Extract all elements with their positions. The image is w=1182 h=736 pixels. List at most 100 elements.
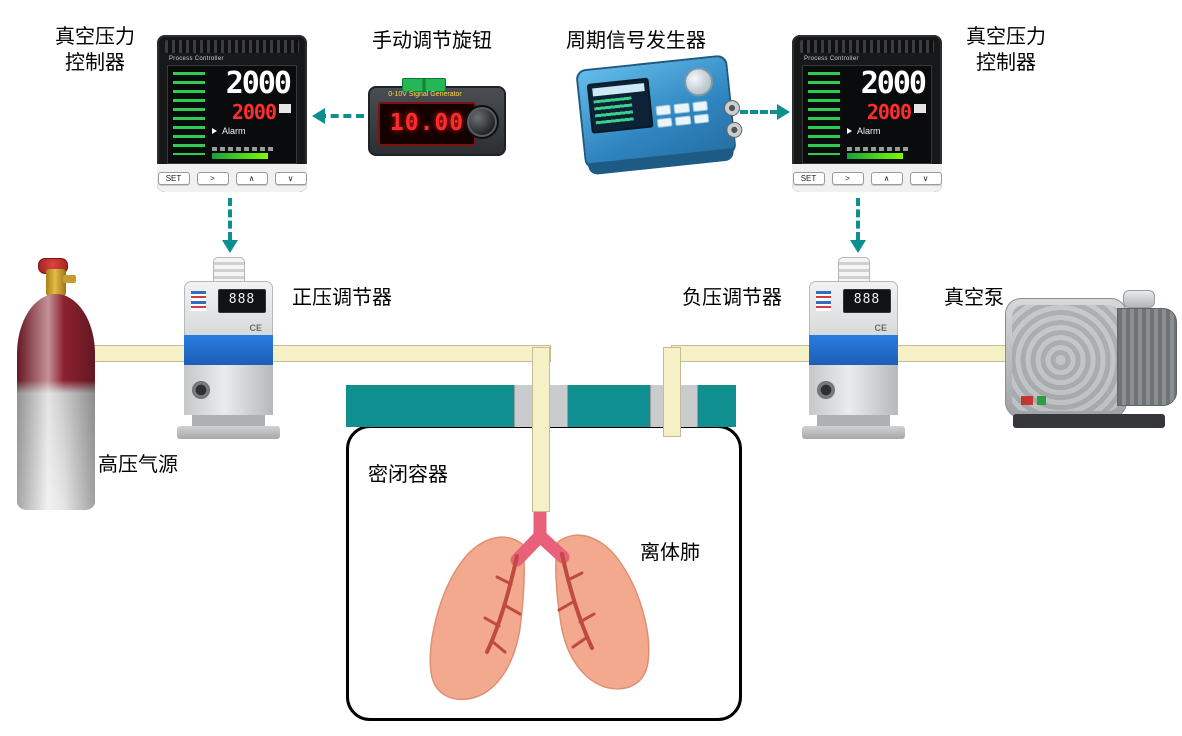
alarm-indicator-icon — [212, 128, 220, 134]
regulator-lower-body — [184, 365, 273, 415]
tube-container-inlet-vertical — [532, 347, 550, 512]
pump-motor — [1117, 308, 1177, 406]
ce-mark: CE — [874, 323, 887, 333]
controller-level-bar — [847, 153, 903, 159]
alarm-row: Alarm — [212, 126, 246, 136]
regulator-blue-band — [809, 335, 898, 365]
ex-vivo-lung-illustration — [429, 500, 650, 701]
label-ex-vivo-lung: 离体肺 — [640, 542, 700, 564]
cylinder-outlet — [63, 275, 76, 283]
signal-generator-title: 0-10V Signal Generator — [388, 91, 462, 98]
down-button: ∨ — [909, 171, 942, 185]
pump-front-housing — [1005, 298, 1127, 418]
arrow-right-controller-to-regulator-line — [856, 198, 860, 240]
alarm-label: Alarm — [857, 126, 881, 136]
controller-status-indicators — [808, 72, 840, 155]
manual-signal-generator: 0-10V Signal Generator 10.00 — [368, 78, 506, 156]
left-lung-lobe — [429, 536, 525, 701]
sv-unit-badge — [914, 104, 926, 113]
positive-pressure-regulator: 888 CE — [175, 257, 282, 439]
label-sealed-container: 密闭容器 — [368, 464, 448, 486]
generator-key — [655, 104, 672, 116]
left-bronchial-tree — [485, 554, 519, 654]
controller-button-row: SET > ∧ ∨ — [157, 164, 307, 192]
regulator-label-sticker — [191, 291, 206, 311]
left-bronchial-branches — [483, 575, 522, 654]
up-button: ∧ — [870, 171, 903, 185]
tube-container-to-negative-regulator — [671, 345, 814, 362]
process-controller-left: Process Controller 2000 2000 Alarm SET >… — [157, 35, 307, 192]
cylinder-valve — [46, 269, 66, 296]
regulator-port-icon — [817, 381, 835, 399]
negative-pressure-regulator: 888 CE — [800, 257, 907, 439]
pump-sticker — [1037, 396, 1046, 405]
voltage-led-readout: 10.00 — [378, 102, 476, 146]
generator-screen — [586, 77, 654, 134]
regulator-pedestal — [817, 415, 890, 426]
up-button: ∧ — [235, 171, 268, 185]
arrow-knob-to-left-controller-line — [318, 114, 364, 118]
sv-unit-badge — [279, 104, 291, 113]
alarm-label: Alarm — [222, 126, 246, 136]
label-vacuum-controller-right: 真空压力 控制器 — [966, 26, 1046, 74]
terminal-block — [402, 78, 446, 92]
regulator-head: 888 CE — [809, 281, 898, 337]
regulator-base — [802, 426, 905, 439]
regulator-fitting — [213, 257, 245, 285]
periodic-signal-generator — [575, 54, 744, 176]
regulator-display: 888 — [218, 289, 266, 313]
regulator-fitting — [838, 257, 870, 285]
controller-vents — [165, 40, 299, 53]
controller-info-row — [847, 147, 910, 151]
tube-container-outlet-vertical — [663, 347, 681, 437]
regulator-blue-band — [184, 335, 273, 365]
set-button: SET — [792, 171, 825, 185]
down-button: ∨ — [274, 171, 307, 185]
controller-info-row — [212, 147, 275, 151]
arrow-knob-to-left-controller-head — [304, 108, 325, 124]
arrow-left-controller-to-regulator-line — [228, 198, 232, 240]
controller-display: 2000 2000 Alarm — [802, 65, 932, 164]
ce-mark: CE — [249, 323, 262, 333]
label-signal-generator: 周期信号发生器 — [566, 30, 706, 52]
regulator-pedestal — [192, 415, 265, 426]
pump-top-cap — [1123, 290, 1155, 308]
pump-sticker — [1021, 396, 1033, 405]
arrow-generator-to-right-controller-head — [777, 104, 798, 120]
controller-display: 2000 2000 Alarm — [167, 65, 297, 164]
label-vacuum-pump: 真空泵 — [944, 287, 1004, 309]
set-button: SET — [157, 171, 190, 185]
right-bronchial-tree — [560, 552, 594, 650]
shift-button: > — [196, 171, 229, 185]
controller-vents — [800, 40, 934, 53]
arrow-right-controller-to-regulator-head — [850, 240, 866, 261]
process-controller-right: Process Controller 2000 2000 Alarm SET >… — [792, 35, 942, 192]
label-negative-regulator: 负压调节器 — [682, 287, 782, 309]
alarm-row: Alarm — [847, 126, 881, 136]
controller-level-bar — [212, 153, 268, 159]
bnc-connector-icon — [725, 121, 744, 139]
right-bronchial-branches — [557, 571, 596, 649]
label-gas-source: 高压气源 — [98, 454, 178, 476]
regulator-display: 888 — [843, 289, 891, 313]
pv-readout: 2000 — [225, 66, 292, 101]
generator-key — [693, 113, 710, 125]
pv-readout: 2000 — [860, 66, 927, 101]
arrow-generator-to-right-controller-line — [740, 110, 778, 114]
controller-button-row: SET > ∧ ∨ — [792, 164, 942, 192]
generator-key — [656, 116, 673, 128]
right-lung-lobe — [555, 534, 650, 690]
controller-brand: Process Controller — [169, 56, 224, 62]
label-positive-regulator: 正压调节器 — [292, 287, 392, 309]
regulator-port-icon — [192, 381, 210, 399]
alarm-indicator-icon — [847, 128, 855, 134]
generator-key — [691, 100, 709, 112]
cylinder-body — [17, 294, 95, 510]
regulator-head: 888 CE — [184, 281, 273, 337]
regulator-base — [177, 426, 280, 439]
shift-button: > — [831, 171, 864, 185]
tube-positive-regulator-to-container — [265, 345, 551, 362]
controller-brand: Process Controller — [804, 56, 859, 62]
sv-readout: 2000 — [231, 100, 277, 124]
